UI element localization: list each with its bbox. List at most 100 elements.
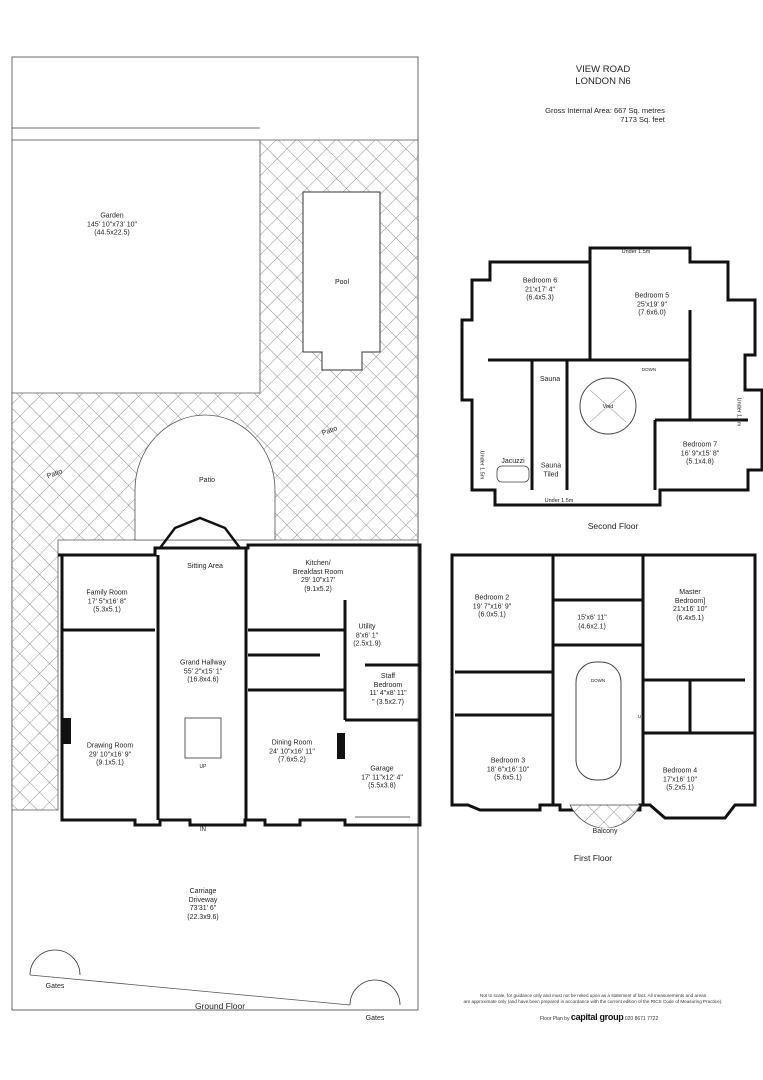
room-name: Bedroom 6 [522, 277, 558, 285]
room-metric: " (3.5x2.7) [371, 698, 405, 706]
room-landing: 15'x6' 11"(4.6x2.1) [577, 615, 607, 632]
room-name: Bedroom [373, 681, 403, 689]
area-metric: Gross Internal Area: 667 Sq. metres [545, 106, 665, 115]
label-sauna: Sauna [539, 375, 561, 383]
room-dim: 25'x19' 9" [636, 300, 668, 308]
label-gates: Gates [365, 1014, 385, 1022]
room-dim: 55' 2"x15' 1" [183, 667, 223, 675]
room-name: Master [679, 589, 701, 596]
gate-right [349, 979, 401, 1006]
room-dim: 17' 11"x12' 4" [361, 773, 403, 781]
room-name: Tiled [543, 471, 559, 478]
label-balcony: Balcony [592, 827, 618, 837]
label-pool: Pool [334, 278, 350, 286]
credit: Floor Plan by capital group 020 8671 772… [540, 1012, 658, 1022]
room-metric: (44.5x22.5) [94, 229, 130, 237]
room-dim: 18' 6"x16' 10" [486, 765, 530, 773]
room-dim: 11' 4"x8' 11" [369, 690, 407, 697]
room-name: Garage [370, 765, 394, 773]
room-dim: 16' 9"x15' 8" [680, 449, 720, 457]
pool [302, 191, 381, 371]
label-patio: Patio [199, 476, 215, 484]
label-entrance: IN [200, 826, 206, 833]
room-dim: 73'31' 6" [189, 905, 217, 912]
first-floor-walls [450, 553, 757, 820]
area-imperial: 7173 Sq. feet [620, 115, 665, 124]
room-metric: (5.1x4.8) [686, 458, 714, 466]
address: VIEW ROAD LONDON N6 [575, 64, 630, 88]
room-dim: 24' 10"x16' 11" [269, 747, 315, 755]
void-cross [589, 389, 627, 423]
floor-title-second: Second Floor [587, 520, 639, 531]
floor-title-ground: Ground Floor [194, 1000, 246, 1011]
credit-prefix: Floor Plan by [540, 1016, 570, 1022]
room-metric: (6.4x5.1) [676, 614, 704, 622]
jacuzzi-tub [496, 465, 530, 483]
room-name: Bedroom] [674, 597, 706, 605]
room-dim: 8'x6' 1" [355, 631, 379, 639]
room-name: Bedroom 7 [682, 441, 718, 449]
room-metric: (5.3x5.1) [93, 606, 121, 614]
room-metric: (6.0x5.1) [478, 611, 506, 619]
room-dim: 21'x16' 10" [673, 606, 707, 613]
room-metric: (5.5x3.8) [368, 782, 396, 790]
disclaimer: Not to scale, for guidance only and must… [448, 993, 738, 1005]
room-dim: 19' 7"x16' 9" [472, 602, 512, 610]
room-name: Kitchen/ [305, 560, 331, 567]
driveway-boundary [29, 974, 351, 1006]
room-dim: 17' 5"x16' 8" [87, 597, 127, 605]
room-metric: (16.8x4.6) [187, 676, 219, 684]
label-under-1-5m: Under 1.5m [544, 497, 574, 504]
sitting-area-bay [159, 516, 241, 549]
label-sitting-area: Sitting Area [187, 562, 223, 570]
room-dim: 145' 10"x73' 10" [86, 220, 138, 228]
disclaimer-line1: Not to scale, for guidance only and must… [480, 993, 706, 998]
stairs-first-floor [575, 661, 622, 781]
room-metric: (5.6x5.1) [494, 774, 522, 782]
room-name: Garden [100, 212, 124, 220]
label-under-1-5m: Under 1.5m [621, 248, 651, 255]
patio-semicircle [134, 414, 276, 541]
room-dim: 17'x16' 10" [663, 775, 697, 783]
room-name: Drawing Room [86, 742, 134, 750]
room-metric: (9.1x5.2) [304, 585, 332, 593]
label-up: UP [637, 713, 645, 719]
room-name: Bedroom 4 [662, 767, 698, 775]
gate-left [29, 949, 81, 976]
room-name: Driveway [188, 896, 218, 904]
phone: 020 8671 7722 [624, 1016, 659, 1022]
room-name: Family Room [86, 589, 128, 597]
room-dim: 21'x17' 4" [524, 285, 556, 293]
label-under-1-5m: Under 1.5m [478, 450, 485, 480]
room-metric: (7.6x6.0) [638, 309, 666, 317]
staircase [184, 717, 222, 759]
room-name: Carriage [189, 888, 217, 895]
room-metric: (7.6x5.2) [278, 756, 306, 764]
fireplace-dining-room [337, 733, 345, 759]
room-name: Bedroom 2 [474, 594, 510, 602]
label-down: DOWN [641, 366, 657, 372]
gross-area: Gross Internal Area: 667 Sq. metres 7173… [545, 106, 665, 124]
room-name: Breakfast Room [292, 568, 344, 576]
disclaimer-line2: are approximate only (and have been prep… [463, 999, 723, 1004]
label-up: UP [199, 763, 207, 770]
void [579, 377, 637, 435]
room-metric: (5.2x5.1) [666, 784, 694, 792]
address-line2: LONDON N6 [575, 76, 631, 87]
room-dim: 29' 10"x17' [301, 577, 335, 584]
room-name: Grand Hallway [180, 659, 226, 667]
room-metric: (9.1x5.1) [96, 759, 124, 767]
